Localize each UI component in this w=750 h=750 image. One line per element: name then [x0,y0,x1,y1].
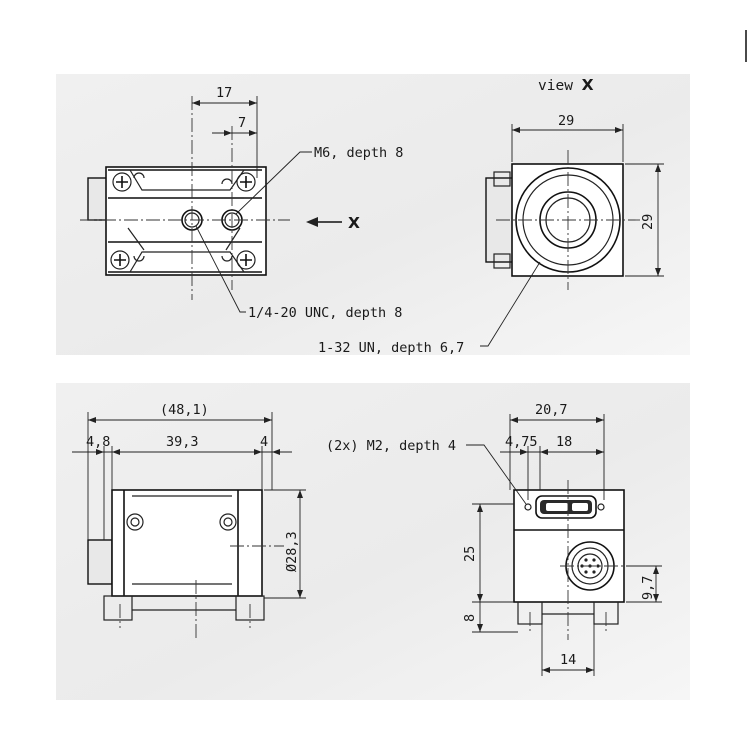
m2-hole-right-icon [597,503,605,511]
dim-25: 25 [462,546,478,562]
view-x-title: view X [538,76,594,94]
usb3-connector-icon [535,495,597,519]
bottom-right-view: 20,7 4,75 18 (2x) M2, depth 4 25 8 9,7 1… [326,402,662,676]
dim-9-7: 9,7 [640,576,656,600]
m2-hole-left-icon [524,503,532,511]
callout-1-32-un: 1-32 UN, depth 6,7 [318,340,464,356]
dim-14: 14 [560,652,576,668]
side-screw-right-icon [219,513,237,531]
view-arrow-letter: X [348,214,360,232]
dim-29-height: 29 [640,214,656,230]
screw-top-right-icon [236,172,256,192]
dim-4-75: 4,75 [505,434,538,450]
side-screw-left-icon [126,513,144,531]
callout-m6: M6, depth 8 [314,145,403,161]
connector-stub [87,177,109,221]
dim-diameter: Ø28,3 [284,531,300,572]
rear-connector-stub [87,539,113,585]
top-right-view: view X 29 29 1-32 UN, depth 6,7 [318,76,664,356]
screw-bottom-left-icon [110,250,130,270]
callout-quarter-20: 1/4-20 UNC, depth 8 [248,305,402,321]
dim-8: 8 [462,614,478,622]
screw-top-left-icon [112,172,132,192]
top-left-view: 17 7 M6, depth 8 1/4-20 UNC, depth 8 X [80,85,403,321]
dim-4: 4 [260,434,268,450]
edge-accent-bar [745,30,747,62]
dim-7-label: 7 [238,115,246,131]
dim-29-width: 29 [558,113,574,129]
dim-18: 18 [556,434,572,450]
dim-overall-length: (48,1) [160,402,209,418]
dim-20-7: 20,7 [535,402,568,418]
dim-39-3: 39,3 [166,434,199,450]
screw-bottom-right-icon [236,250,256,270]
dim-17-label: 17 [216,85,232,101]
callout-m2: (2x) M2, depth 4 [326,438,456,454]
bottom-left-view: (48,1) 4,8 39,3 4 Ø28,3 [72,402,306,640]
camera-side-body [111,489,263,597]
dim-4-8: 4,8 [86,434,110,450]
view-direction-arrow-icon [306,217,342,227]
